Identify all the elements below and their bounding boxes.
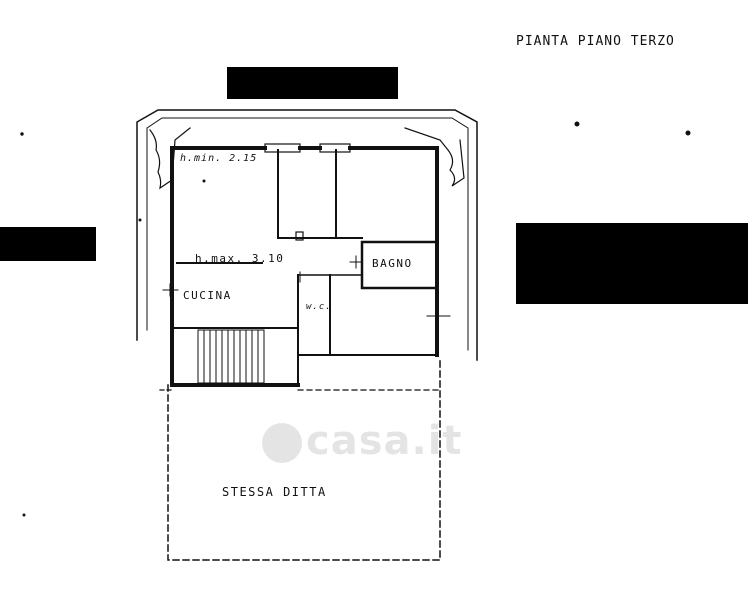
- left-eave: [149, 127, 191, 190]
- kitchen-label: CUCINA: [183, 289, 232, 302]
- max-height-label: h.max. 3.10: [195, 252, 285, 265]
- min-height-label: h.min. 2.15: [180, 153, 258, 164]
- external-wall: [170, 146, 300, 387]
- wall-bathroom: [360, 240, 439, 290]
- speck: [20, 132, 24, 136]
- house-logo-icon: [262, 423, 302, 463]
- door-mark-2: [162, 283, 179, 297]
- wall-living-divider: [277, 149, 363, 239]
- wc-label: w.c.: [306, 302, 332, 312]
- lower-area-label: STESSA DITTA: [222, 485, 327, 499]
- roof-outline: [136, 109, 478, 361]
- right-eave: [404, 127, 465, 187]
- window-1: [264, 143, 301, 153]
- door-mark-1: [349, 255, 363, 269]
- bathroom-label: BAGNO: [372, 257, 413, 270]
- watermark-text: casa.it: [306, 418, 463, 464]
- speck: [202, 179, 206, 183]
- speck: [22, 513, 26, 517]
- lower-floor-outline: [167, 357, 441, 561]
- redaction-block-right: [516, 223, 748, 304]
- speck: [685, 130, 691, 136]
- redaction-block-top: [227, 67, 398, 99]
- plan-title: PIANTA PIANO TERZO: [516, 34, 675, 49]
- door-mark-3: [426, 305, 451, 327]
- speck: [138, 218, 142, 222]
- redaction-block-left: [0, 227, 96, 261]
- small-pillar: [295, 231, 304, 241]
- speck: [574, 121, 580, 127]
- staircase: [197, 329, 265, 384]
- watermark: casa.it: [262, 418, 463, 464]
- roof-inner-line: [146, 117, 469, 351]
